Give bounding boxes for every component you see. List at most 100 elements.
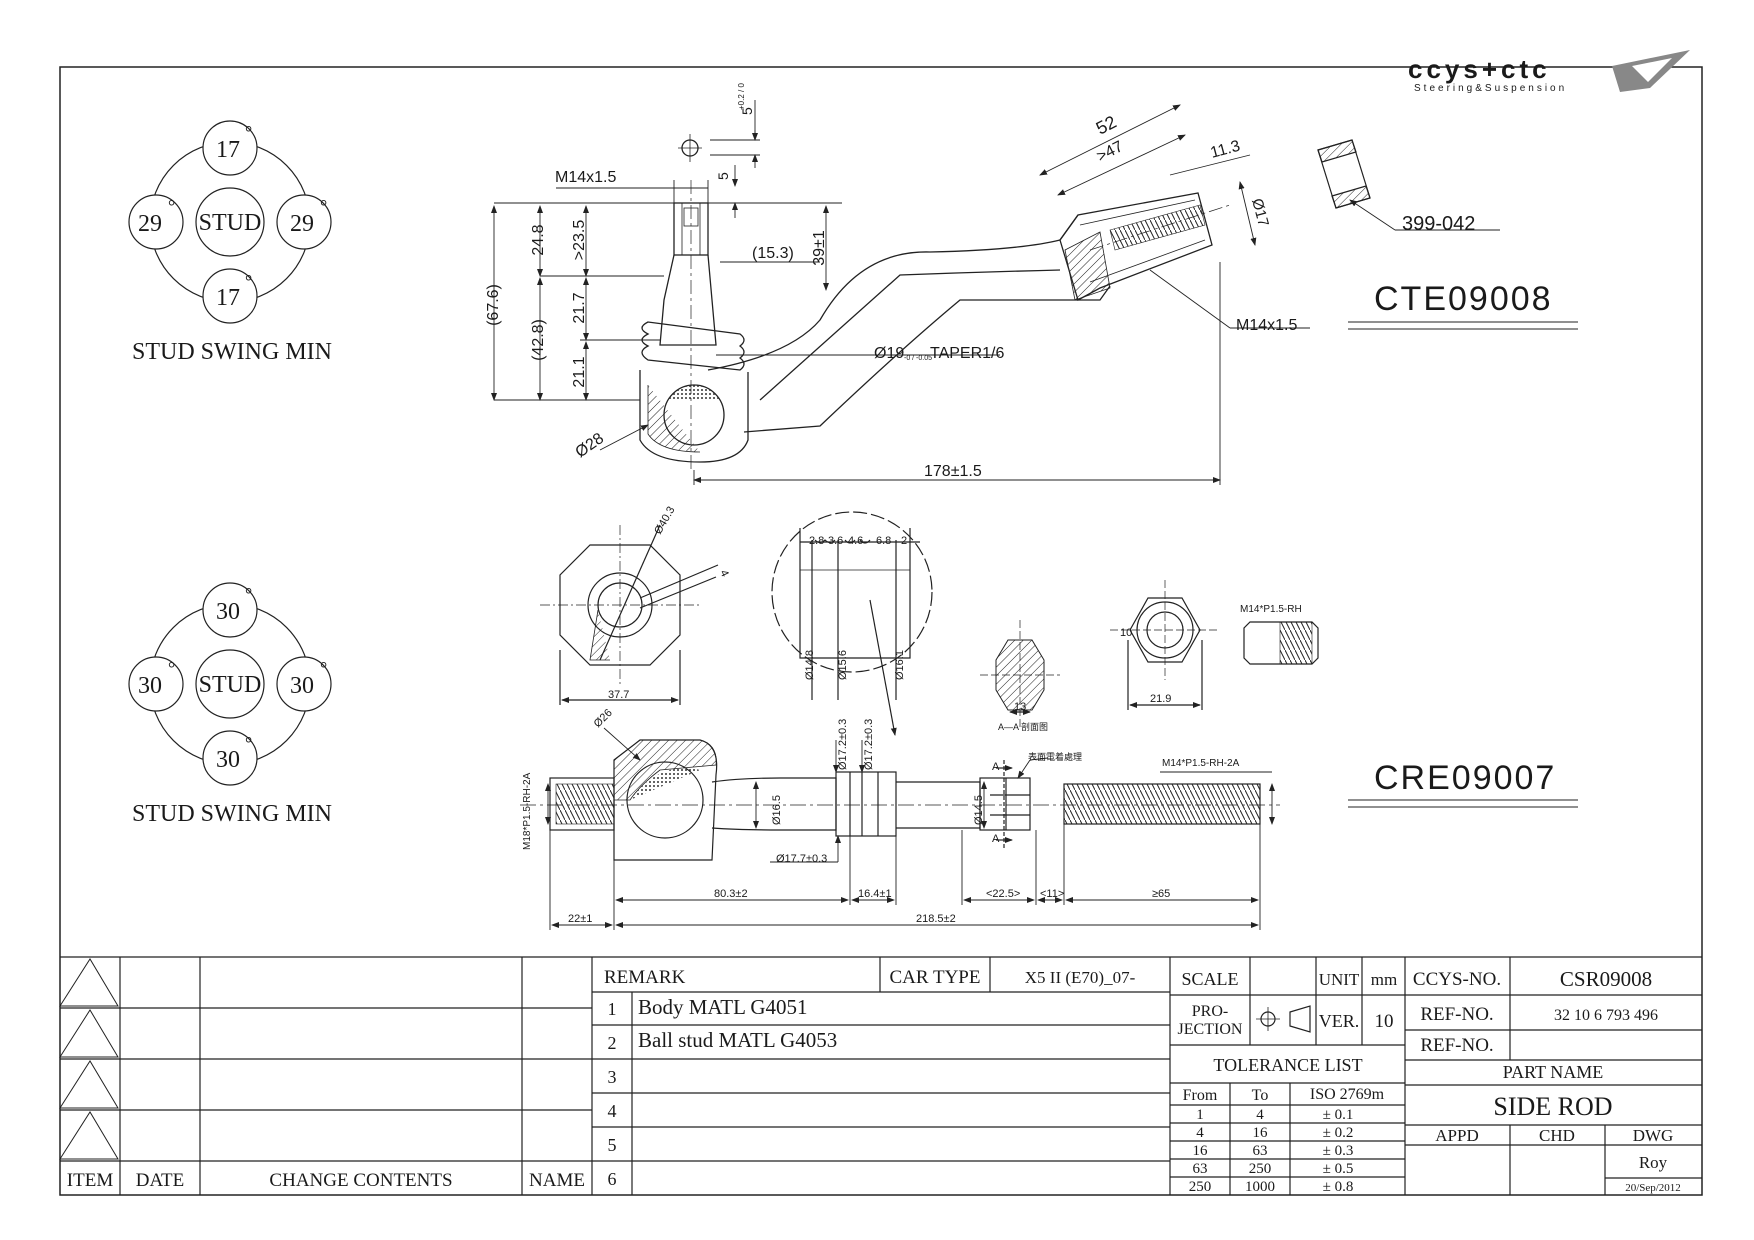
svg-text:<11>: <11>	[1040, 888, 1064, 900]
ref-no-value: 32 10 6 793 496	[1554, 1007, 1658, 1024]
svg-text:4.6: 4.6	[848, 535, 863, 547]
swing-lower-center: STUD	[199, 672, 262, 698]
inner-rod-detail-views	[540, 511, 1319, 736]
svg-text:°: °	[245, 122, 252, 142]
svg-text:2: 2	[608, 1033, 617, 1053]
svg-text:2.8: 2.8	[809, 535, 824, 547]
dwg-date: 20/Sep/2012	[1625, 1182, 1681, 1194]
inner-rod-main-view	[520, 739, 1280, 861]
svg-text:± 0.8: ± 0.8	[1323, 1179, 1354, 1195]
svg-text:(42.8): (42.8)	[530, 319, 547, 361]
svg-text:Ø40.3: Ø40.3	[652, 505, 677, 537]
header-item: ITEM	[67, 1170, 114, 1191]
swing-upper-left: 29	[138, 211, 162, 237]
svg-text:3.6: 3.6	[828, 535, 843, 547]
svg-text:>23.5: >23.5	[571, 220, 588, 261]
svg-text:6.8: 6.8	[876, 535, 891, 547]
ref-no2-label: REF-NO.	[1420, 1035, 1493, 1056]
tie-rod-end-dimensions	[491, 100, 1500, 485]
svg-text:21.1: 21.1	[571, 356, 588, 387]
svg-text:16: 16	[1193, 1143, 1209, 1159]
tie-rod-end-labels: M14x1.5 5 5 +0.2 / 0 (67.6) 24.8 (42.8) …	[485, 83, 1553, 480]
svg-text:M14*P1.5-RH-2A: M14*P1.5-RH-2A	[1162, 758, 1240, 769]
svg-text:21.9: 21.9	[1150, 693, 1171, 705]
svg-text:24.8: 24.8	[530, 224, 547, 255]
svg-text:63: 63	[1253, 1143, 1268, 1159]
svg-text:°: °	[320, 658, 327, 678]
svg-text:63: 63	[1193, 1161, 1208, 1177]
svg-text:22±1: 22±1	[568, 913, 592, 925]
svg-text:37.7: 37.7	[608, 689, 629, 701]
svg-text:Ø14.8: Ø14.8	[804, 650, 816, 680]
svg-text:PRO-: PRO-	[1192, 1003, 1228, 1020]
svg-text:Ø19: Ø19	[874, 345, 904, 362]
svg-text:6: 6	[608, 1169, 617, 1189]
part-name-value: SIDE ROD	[1493, 1092, 1612, 1121]
tolerance-title: TOLERANCE LIST	[1213, 1055, 1362, 1075]
svg-text:°: °	[245, 733, 252, 753]
svg-text:2: 2	[901, 535, 907, 547]
ccys-no-value: CSR09008	[1560, 967, 1652, 991]
svg-text:250: 250	[1189, 1179, 1212, 1195]
swing-upper-center: STUD	[199, 210, 262, 236]
swing-upper-label: STUD SWING MIN	[132, 339, 332, 365]
svg-text:5: 5	[739, 107, 755, 115]
unit-value: mm	[1371, 970, 1397, 989]
svg-text:4: 4	[717, 568, 730, 579]
svg-text:250: 250	[1249, 1161, 1272, 1177]
svg-text:°: °	[320, 196, 327, 216]
svg-text:(15.3): (15.3)	[752, 245, 794, 262]
svg-text:Ø16.5: Ø16.5	[771, 795, 783, 825]
svg-text:399-042: 399-042	[1402, 213, 1475, 235]
part-no-cre: CRE09007	[1374, 759, 1556, 797]
swing-lower-label: STUD SWING MIN	[132, 801, 332, 827]
header-date: DATE	[136, 1170, 185, 1191]
svg-text:4: 4	[1196, 1125, 1204, 1141]
title-block	[59, 956, 1702, 1195]
svg-text:JECTION: JECTION	[1178, 1021, 1243, 1038]
svg-text:1: 1	[1196, 1107, 1204, 1123]
svg-text:178±1.5: 178±1.5	[924, 463, 982, 480]
svg-text:-0 / -0.05: -0 / -0.05	[904, 355, 932, 362]
svg-text:80.3±2: 80.3±2	[714, 888, 748, 900]
svg-text:16.4±1: 16.4±1	[858, 888, 892, 900]
svg-text:°: °	[168, 658, 175, 678]
svg-text:°: °	[245, 584, 252, 604]
svg-text:4: 4	[1256, 1107, 1264, 1123]
dwg-by: Roy	[1639, 1153, 1668, 1172]
svg-text:M18*P1.5-RH-2A: M18*P1.5-RH-2A	[522, 772, 533, 850]
svg-text:4: 4	[608, 1101, 617, 1121]
svg-text:≥65: ≥65	[1152, 888, 1170, 900]
svg-text:A: A	[992, 833, 1000, 845]
ver-value: 10	[1375, 1011, 1394, 1032]
svg-text:>47: >47	[1094, 138, 1126, 166]
svg-text:3: 3	[608, 1067, 617, 1087]
part-no-cte: CTE09008	[1374, 280, 1553, 318]
svg-text:1: 1	[608, 999, 617, 1019]
svg-text:± 0.5: ± 0.5	[1323, 1161, 1354, 1177]
svg-text:To: To	[1252, 1087, 1269, 1104]
stud-swing-lower: 30 ° 30 ° 30 ° 30 ° STUD STUD SWING MIN	[128, 582, 332, 827]
svg-text:(67.6): (67.6)	[485, 284, 502, 326]
svg-text:5: 5	[608, 1135, 617, 1155]
svg-text:Ø17: Ø17	[1248, 197, 1272, 229]
header-change: CHANGE CONTENTS	[269, 1170, 452, 1191]
unit-label: UNIT	[1319, 970, 1360, 989]
inner-rod-labels: Ø40.3 4 37.7 2.8 3.6 4.6 6.8 2 Ø14.8 Ø15…	[522, 505, 1556, 925]
nut-399-042	[1317, 139, 1371, 209]
svg-text:ISO 2769m: ISO 2769m	[1310, 1086, 1385, 1103]
svg-text:5: 5	[715, 172, 731, 180]
svg-text:Ø16.1: Ø16.1	[894, 650, 906, 680]
dwg-label: DWG	[1633, 1126, 1674, 1145]
svg-text:M14*P1.5-RH: M14*P1.5-RH	[1240, 604, 1302, 615]
svg-text:M14x1.5: M14x1.5	[555, 169, 616, 186]
inner-rod-dimensions	[545, 727, 1275, 930]
ref-no-label: REF-NO.	[1420, 1004, 1493, 1025]
header-name: NAME	[529, 1170, 585, 1191]
svg-text:Ø28: Ø28	[573, 430, 608, 461]
svg-text:± 0.1: ± 0.1	[1323, 1107, 1354, 1123]
svg-text:Ø14.5: Ø14.5	[973, 795, 985, 825]
svg-text:M14x1.5: M14x1.5	[1236, 317, 1297, 334]
svg-text:°: °	[245, 271, 252, 291]
